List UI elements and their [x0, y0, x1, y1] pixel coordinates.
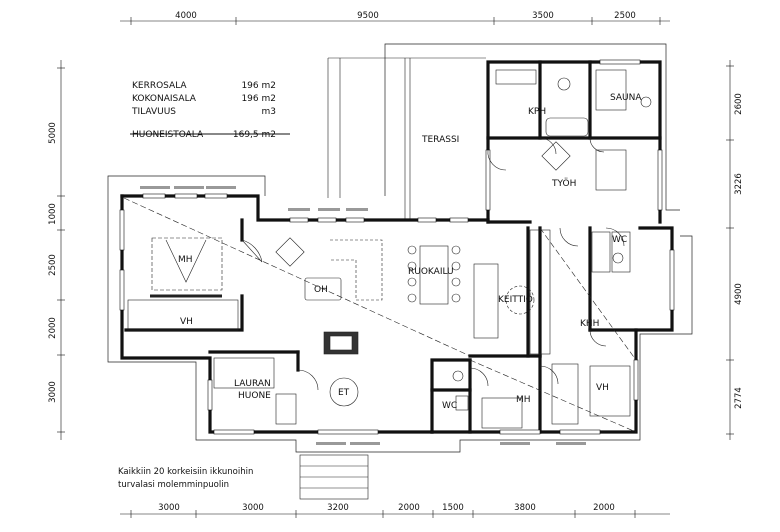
room-wc-upper: WC	[612, 235, 627, 245]
room-kph: KPH	[528, 107, 546, 117]
room-et: ET	[338, 388, 350, 398]
area-table: KERROSALA 196 m2 KOKONAISALA 196 m2 TILA…	[130, 81, 290, 140]
room-sauna: SAUNA	[610, 93, 642, 103]
area-value-1: 196 m2	[241, 81, 276, 91]
dim-top-4: 2500	[614, 11, 636, 21]
glazing-note: Kaikkiin 20 korkeisiin ikkunoihin turval…	[118, 466, 253, 492]
room-mh-left: MH	[178, 255, 193, 265]
dim-bottom-7: 2000	[593, 503, 615, 513]
window-spec-marks	[140, 186, 586, 445]
doors	[241, 137, 625, 391]
room-terassi: TERASSI	[421, 135, 459, 145]
walls	[120, 60, 674, 434]
room-vh-right: VH	[596, 383, 609, 393]
dim-left-4: 2000	[48, 317, 58, 339]
dim-bottom-3: 3200	[327, 503, 349, 513]
area-label-4: HUONEISTOALA	[132, 130, 204, 140]
dim-bottom-6: 3800	[514, 503, 536, 513]
outer-outline	[107, 43, 693, 453]
dim-bottom-5: 1500	[442, 503, 464, 513]
room-oh: OH	[314, 285, 328, 295]
room-mh-right: MH	[516, 395, 531, 405]
dim-top-3: 3500	[532, 11, 554, 21]
glazing-note-line1: Kaikkiin 20 korkeisiin ikkunoihin	[118, 467, 254, 477]
dim-bottom-4: 2000	[398, 503, 420, 513]
dim-left-3: 2500	[48, 254, 58, 276]
dim-right-4: 2774	[734, 387, 744, 409]
room-khh: KHH	[580, 319, 599, 329]
dimension-lines	[57, 17, 734, 518]
area-value-3: m3	[262, 107, 277, 117]
dim-top-1: 4000	[175, 11, 197, 21]
room-ruokailu: RUOKAILU	[408, 267, 454, 277]
diagonal-lines	[123, 197, 637, 433]
room-keittio: KEITTIÖ	[498, 294, 533, 305]
area-value-2: 196 m2	[241, 94, 276, 104]
area-label-2: KOKONAISALA	[132, 94, 197, 104]
glazing-note-line2: turvalasi molemminpuolin	[118, 480, 229, 490]
furniture	[127, 69, 652, 429]
terrace	[327, 57, 486, 220]
room-labels: TERASSI KPH SAUNA TYÖH WC MH VH OH RUOKA…	[178, 93, 642, 411]
dimension-labels: 4000 9500 3500 2500 3000 3000 3200 2000 …	[48, 11, 744, 513]
area-label-1: KERROSALA	[132, 81, 187, 91]
room-tyoh: TYÖH	[551, 178, 576, 189]
dim-left-5: 3000	[48, 381, 58, 403]
dim-right-2: 3226	[734, 173, 744, 195]
dim-bottom-1: 3000	[158, 503, 180, 513]
area-label-3: TILAVUUS	[131, 107, 176, 117]
room-vh-left: VH	[180, 317, 193, 327]
room-lauran-line2: HUONE	[238, 391, 271, 401]
dim-left-2: 1000	[48, 203, 58, 225]
dim-right-3: 4900	[734, 283, 744, 305]
room-lauran-line1: LAURAN	[234, 379, 271, 389]
entrance-steps	[299, 454, 369, 500]
dim-bottom-2: 3000	[242, 503, 264, 513]
room-wc-lower: WC	[442, 401, 457, 411]
dim-right-1: 2600	[734, 93, 744, 115]
dim-top-2: 9500	[357, 11, 379, 21]
area-value-4: 169,5 m2	[233, 130, 276, 140]
dim-left-1: 5000	[48, 122, 58, 144]
